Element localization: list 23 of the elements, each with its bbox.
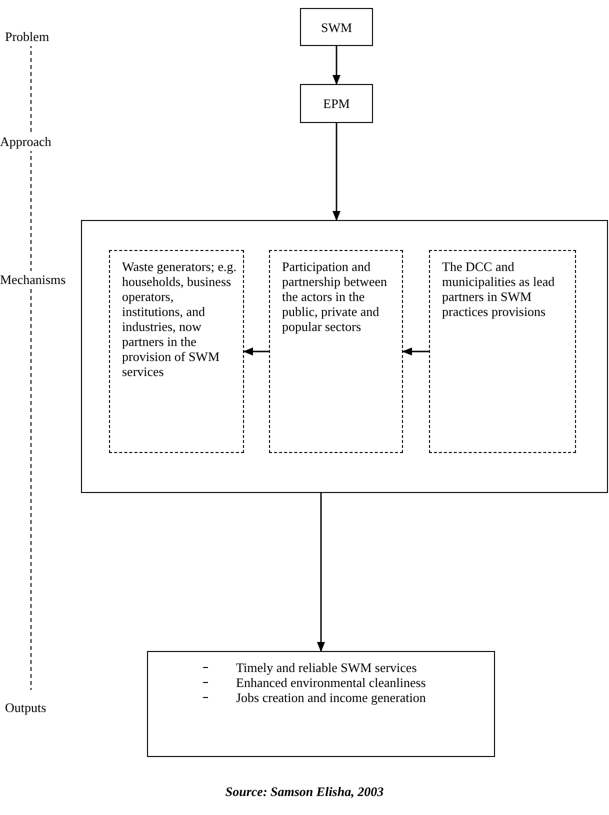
stage-label: Approach <box>0 133 52 151</box>
output-item: Jobs creation and income generation <box>236 690 426 705</box>
node-text: SWM <box>320 20 352 34</box>
process-box <box>300 84 373 123</box>
mechanism-box <box>429 250 576 453</box>
arrow <box>402 348 429 356</box>
stage-label: Mechanisms <box>0 271 66 289</box>
arrow <box>243 348 269 356</box>
arrow <box>317 493 325 652</box>
mechanism-box <box>269 250 403 453</box>
output-item: Timely and reliable SWM services <box>236 660 417 675</box>
node-text: Participation and partnership between the actors in the public, private and popular sectors <box>282 259 388 334</box>
node-text: EPM <box>323 96 350 111</box>
output-item: Enhanced environmental cleanliness <box>236 675 426 690</box>
arrow <box>332 123 340 221</box>
node-text: Waste generators; e.g. households, business operators, institutions, and industries, now partners in the provision of SWM services <box>122 259 237 379</box>
node-text: The DCC and municipalities as lead partners in SWM practices provisions <box>442 259 556 319</box>
container-box <box>81 220 608 493</box>
arrow <box>332 46 340 85</box>
outputs-box <box>147 651 495 757</box>
mechanism-box <box>109 250 244 453</box>
source-caption: Source: Samson Elisha, 2003 <box>224 784 385 800</box>
process-box <box>300 8 373 46</box>
